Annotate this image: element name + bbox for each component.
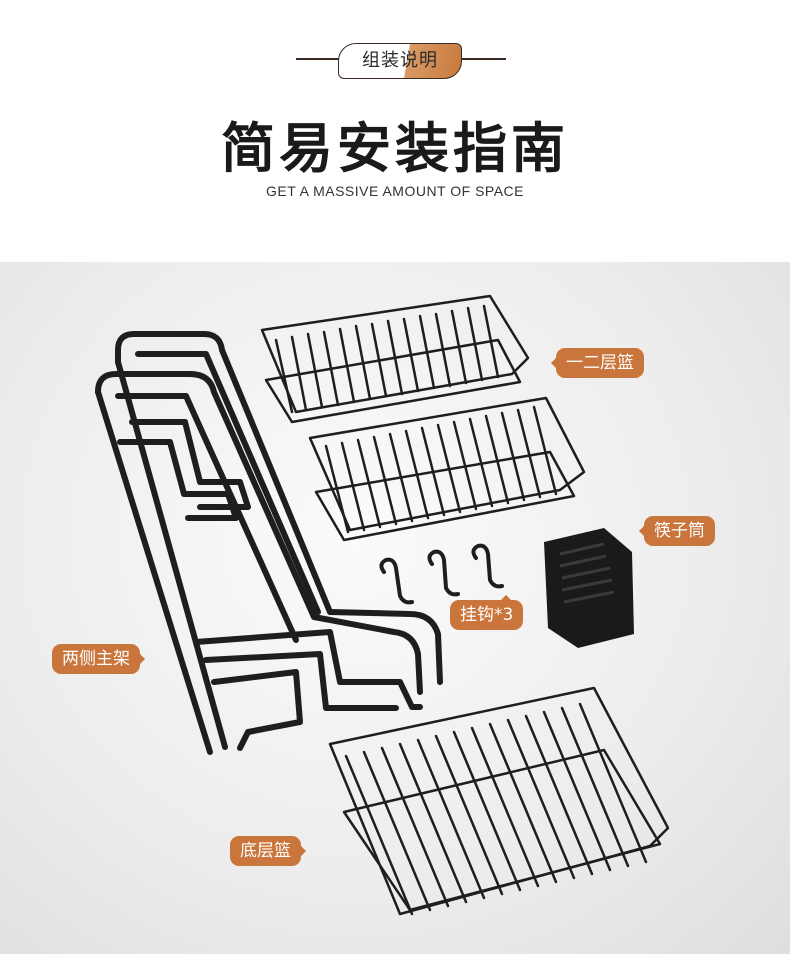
header-section: 组装说明 简易安装指南 GET A MASSIVE AMOUNT OF SPAC… [0, 0, 790, 262]
side-frame-front [95, 371, 423, 755]
label-bottom-basket: 底层篮 [230, 836, 306, 866]
page-subtitle: GET A MASSIVE AMOUNT OF SPACE [265, 183, 524, 199]
label-upper-baskets: 一二层篮 [551, 348, 644, 378]
upper-basket-1 [260, 294, 530, 424]
bottom-basket [328, 686, 670, 916]
hooks [379, 543, 504, 605]
tag-label: 组装说明 [362, 50, 438, 71]
label-chopstick-holder: 筷子筒 [639, 516, 715, 546]
tag-line-right [456, 58, 506, 60]
tag-line-left [296, 58, 344, 60]
product-photo: 一二层篮 筷子筒 挂钩*3 两侧主架 底层篮 [0, 262, 790, 954]
label-hooks: 挂钩*3 [450, 595, 524, 630]
label-side-frames: 两侧主架 [52, 644, 145, 674]
side-frame-back [115, 331, 443, 750]
page-title: 简易安装指南 [221, 117, 569, 180]
product-parts-illustration [95, 294, 670, 916]
tag-pill [338, 43, 462, 79]
chopstick-holder [544, 528, 634, 648]
upper-basket-2 [308, 396, 586, 542]
